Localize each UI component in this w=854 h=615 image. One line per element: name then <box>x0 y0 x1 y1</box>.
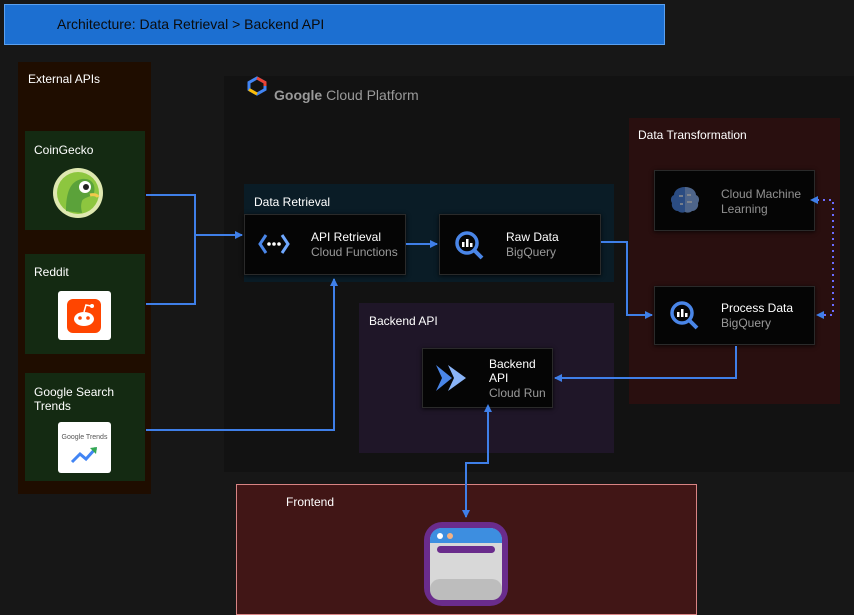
reddit-logo-icon <box>67 299 101 333</box>
coingecko-label: CoinGecko <box>34 143 94 157</box>
bigquery-icon <box>670 301 699 330</box>
google-search-trends-label: Google Search Trends <box>34 385 115 413</box>
gcp-title: Google Cloud Platform <box>274 87 419 103</box>
arrow-raw-data-to-process-data <box>601 241 653 319</box>
google-cloud-logo-icon <box>247 76 267 96</box>
web-app-icon <box>424 522 508 606</box>
coingecko-logo-icon <box>53 168 103 218</box>
api-retrieval-sub: Cloud Functions <box>311 245 398 259</box>
arrow-trends-to-api-retrieval <box>146 278 338 431</box>
external-apis-label: External APIs <box>28 72 101 86</box>
gcp-title-google: Google <box>274 87 323 103</box>
backend-api-name-2: API <box>489 371 509 385</box>
cloud-functions-icon <box>258 234 290 254</box>
cloud-run-icon <box>436 365 466 391</box>
google-trends-logo-box <box>58 422 111 473</box>
data-retrieval-label: Data Retrieval <box>254 195 331 209</box>
frontend-label: Frontend <box>286 495 335 509</box>
arrow-backend-api-to-frontend <box>462 404 492 518</box>
reddit-label: Reddit <box>34 265 69 279</box>
bigquery-icon <box>455 231 484 260</box>
trend-arrow-icon <box>70 446 98 464</box>
google-trends-logo-text: Google Trends <box>61 434 108 441</box>
backend-api-label: Backend API <box>369 314 438 328</box>
arrow-reddit-to-api-retrieval <box>146 235 196 305</box>
process-data-node <box>654 286 815 345</box>
data-transformation-label: Data Transformation <box>638 128 747 142</box>
data-transformation-group <box>629 118 840 404</box>
cloud-ml-name-2: Learning <box>721 202 768 216</box>
backend-api-name-1: Backend <box>489 357 536 371</box>
backend-api-sub: Cloud Run <box>489 386 546 400</box>
raw-data-name: Raw Data <box>506 230 559 244</box>
gcp-title-platform: Cloud Platform <box>326 87 419 103</box>
arrow-process-data-cloud-ml-dotted <box>810 196 834 319</box>
cloud-machine-learning-icon <box>670 187 700 213</box>
diagram-title: Architecture: Data Retrieval > Backend A… <box>57 16 325 32</box>
diagram-title-bar <box>4 4 665 45</box>
cloud-ml-name-1: Cloud Machine <box>721 187 802 201</box>
raw-data-sub: BigQuery <box>506 245 557 259</box>
arrow-process-data-to-backend-api <box>554 346 737 382</box>
process-data-sub: BigQuery <box>721 316 772 330</box>
process-data-name: Process Data <box>721 301 794 315</box>
api-retrieval-name: API Retrieval <box>311 230 382 244</box>
api-retrieval-node <box>244 214 406 275</box>
arrow-coingecko-to-api-retrieval <box>146 194 243 239</box>
